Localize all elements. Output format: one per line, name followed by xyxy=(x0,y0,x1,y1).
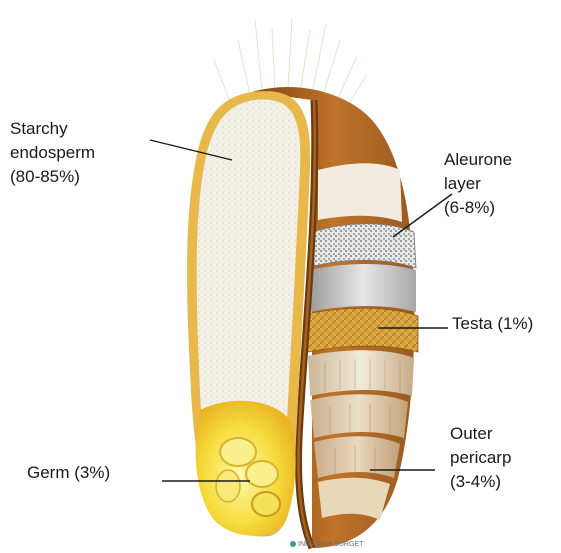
label-line: pericarp xyxy=(450,446,511,470)
label-line: Aleurone xyxy=(444,148,512,172)
label-line: Testa (1%) xyxy=(452,312,533,336)
label-line: Germ (3%) xyxy=(27,461,110,485)
label-starchy-endosperm: Starchy endosperm (80-85%) xyxy=(10,117,95,189)
label-line: (6-8%) xyxy=(444,196,512,220)
label-line: endosperm xyxy=(10,141,95,165)
credit-author: Anne SURGET xyxy=(316,541,363,548)
credit-org: INRA xyxy=(298,541,314,548)
label-testa: Testa (1%) xyxy=(452,312,533,336)
label-outer-pericarp: Outer pericarp (3-4%) xyxy=(450,422,511,494)
label-line: Starchy xyxy=(10,117,95,141)
germ xyxy=(196,401,296,536)
label-aleurone-layer: Aleurone layer (6-8%) xyxy=(444,148,512,220)
label-line: layer xyxy=(444,172,512,196)
label-germ: Germ (3%) xyxy=(27,461,110,485)
inra-logo-icon xyxy=(290,541,296,547)
label-line: Outer xyxy=(450,422,511,446)
label-line: (3-4%) xyxy=(450,470,511,494)
image-credit: INRA Anne SURGET xyxy=(290,540,363,549)
label-line: (80-85%) xyxy=(10,165,95,189)
